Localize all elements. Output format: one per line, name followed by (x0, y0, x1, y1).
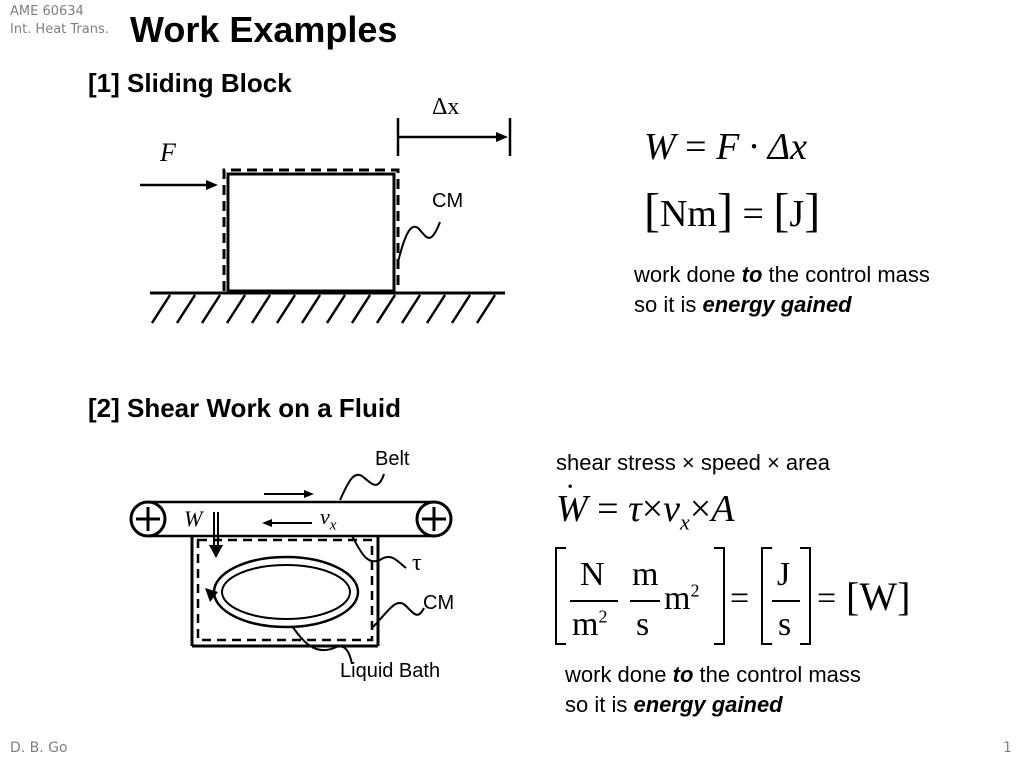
displacement-label: Δx (432, 94, 460, 120)
cm-label-2: CM (423, 592, 455, 614)
tau-label: τ (412, 550, 422, 576)
eq2-area: A (711, 488, 735, 530)
units2-result: [W] (846, 574, 911, 619)
control-mass-boundary-2 (196, 538, 374, 642)
units2-frac3-den: s (778, 606, 792, 643)
units-equation-1: [Nm] = [J] (644, 184, 821, 237)
cm-leader-line-2 (371, 601, 425, 629)
control-mass-boundary (222, 168, 400, 291)
units2-area: m2 (664, 580, 700, 617)
eq2-lhs: ·W (556, 470, 588, 530)
note-shear-work: work done to the control mass so it is e… (565, 660, 861, 720)
units2-frac1-den: m2 (572, 606, 608, 643)
eq2-times-1: × (641, 488, 664, 530)
units1-left: Nm (659, 193, 717, 235)
section-heading-sliding-block: [1] Sliding Block (88, 68, 292, 98)
units2-equals-2: = (817, 580, 837, 617)
eq2-tau: τ (628, 488, 642, 530)
note2-line2: so it is energy gained (565, 692, 783, 717)
liquid-bath-label: Liquid Bath (340, 660, 441, 682)
belt (129, 500, 453, 538)
slide-title: Work Examples (130, 9, 398, 50)
work-arrow (209, 512, 223, 558)
flow-loop-inner (221, 564, 351, 620)
units1-equals: = (742, 193, 764, 235)
eq1-rhs: F · Δx (716, 126, 807, 168)
ground-hatching (150, 294, 497, 324)
eq1-lhs: W (644, 126, 676, 168)
liquid-bath (190, 536, 380, 648)
eq1-equals: = (685, 126, 707, 168)
displacement-arrow (396, 118, 512, 156)
cm-leader-line-1 (397, 221, 441, 263)
cm-label-1: CM (432, 190, 464, 212)
shear-work-diagram (129, 473, 453, 665)
units2-frac1-num: N (580, 556, 605, 593)
force-label: F (160, 138, 176, 167)
units2-frac2-num: m (632, 556, 659, 593)
note1-line2: so it is energy gained (634, 292, 852, 317)
note-sliding-block: work done to the control mass so it is e… (634, 260, 930, 320)
units2-equals-1: = (730, 580, 750, 617)
belt-top-arrow (264, 490, 314, 498)
force-arrow (140, 180, 218, 190)
flow-arrowhead (205, 588, 218, 602)
block (226, 172, 396, 293)
units2-frac3-num: J (777, 556, 791, 593)
footer-author: D. B. Go (10, 740, 68, 756)
course-label: AME 60634 Int. Heat Trans. (10, 3, 109, 39)
work-equation-1: W = F · Δx (644, 124, 807, 170)
shear-description: shear stress × speed × area (556, 450, 830, 475)
tau-leader-line (351, 535, 407, 569)
eq2-equals: = (597, 488, 619, 530)
belt-bottom-arrow (262, 519, 312, 527)
units2-frac2-den: s (636, 606, 650, 643)
sliding-block-diagram (140, 118, 512, 324)
note2-line1: work done to the control mass (565, 662, 861, 687)
note1-line1: work done to the control mass (634, 262, 930, 287)
section-heading-shear-work: [2] Shear Work on a Fluid (88, 393, 402, 423)
page-number: 1 (1003, 740, 1012, 756)
work-equation-2: ·W = τ×vx×A (556, 470, 735, 546)
units1-right: J (789, 193, 805, 235)
belt-leader-line (339, 473, 385, 501)
eq2-times-2: × (689, 488, 712, 530)
eq2-v: v (663, 488, 681, 530)
eq2-v-sub: x (680, 509, 690, 535)
course-code: AME 60634 (10, 4, 84, 19)
belt-label: Belt (375, 448, 410, 470)
work-label: W (184, 506, 203, 531)
course-name: Int. Heat Trans. (10, 22, 109, 37)
bath-leader-line (291, 625, 353, 665)
velocity-label: vx (320, 504, 337, 534)
